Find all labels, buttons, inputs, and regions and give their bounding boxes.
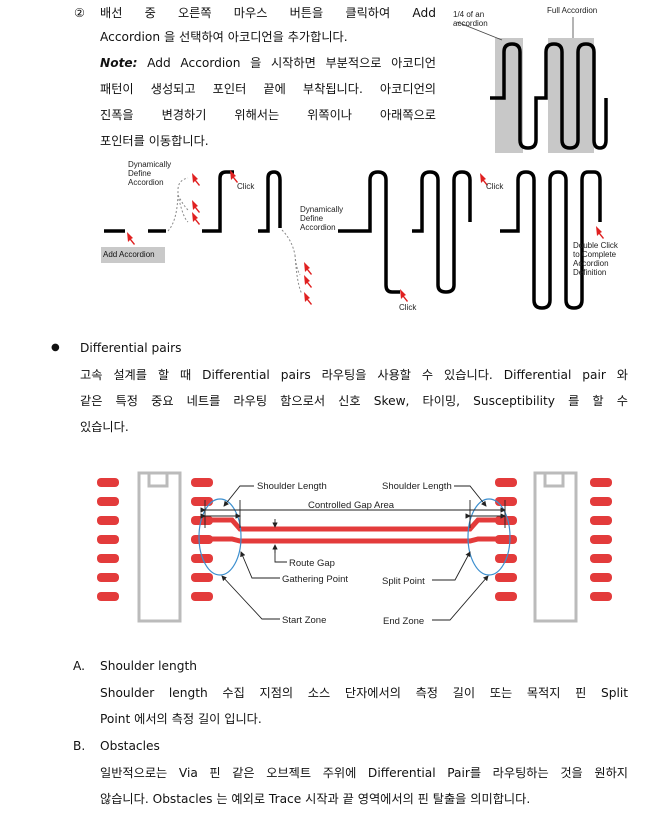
dynamic-label-2: Dynamically Define Accordion [300, 205, 344, 232]
step-line-2: Accordion 을 선택하여 아코디언을 추가합니다. [100, 30, 348, 44]
controlled-gap-label: Controlled Gap Area [308, 500, 395, 511]
shoulder-length-left-label: Shoulder Length [257, 481, 327, 492]
item-b-title: Obstacles [100, 739, 160, 753]
step-note-line-2: 패턴이 생성되고 포인터 끝에 부착됩니다. 아코디언의 [100, 82, 436, 96]
start-zone-label: Start Zone [282, 615, 326, 626]
dynamic-label-1: Dynamically Define Accordion [128, 160, 172, 187]
gathering-point-label: Gathering Point [282, 574, 348, 585]
diff-pairs-line-3: 있습니다. [80, 420, 129, 434]
step-note-line-4: 포인터를 이동합니다. [100, 134, 209, 148]
item-a-title: Shoulder length [100, 659, 197, 673]
quarter-accordion-label: 1/4 of an accordion [453, 10, 488, 28]
end-zone-label: End Zone [383, 616, 424, 627]
item-a-line-2: Point 에서의 측정 길이 입니다. [100, 712, 262, 726]
item-b-line-1: 일반적으로는 Via 핀 같은 오브젝트 주위에 Differential Pa… [100, 766, 628, 780]
note-label: Note: [100, 56, 138, 70]
click-label-2: Click [399, 303, 417, 312]
double-click-label: Double Click to Complete Accordion Defin… [573, 241, 618, 277]
add-accordion-button[interactable]: Add Accordion [101, 247, 165, 263]
split-point-label: Split Point [382, 576, 425, 587]
route-gap-label: Route Gap [289, 558, 335, 569]
item-a-line-1: Shoulder length 수집 지점의 소스 단자에서의 측정 길이 또는… [100, 686, 628, 700]
step-note-line-3: 진폭을 변경하기 위해서는 위쪽이나 아래쪽으로 [100, 108, 436, 122]
diff-pairs-line-1: 고속 설계를 할 때 Differential pairs 라우팅을 사용할 수… [80, 368, 628, 382]
diff-pairs-line-2: 같은 특정 중요 네트를 라우팅 함으로서 신호 Skew, 타이밍, Susc… [80, 394, 628, 408]
item-b-letter: B. [73, 739, 86, 753]
step-note-line-1: Note: Add Accordion 을 시작하면 부분적으로 아코디언 [100, 50, 436, 76]
item-a-letter: A. [73, 659, 85, 673]
step-marker: ② [74, 6, 85, 20]
full-accordion-label: Full Accordion [547, 6, 598, 15]
shoulder-length-right-label: Shoulder Length [382, 481, 452, 492]
step-line-1: 배선 중 오른쪽 마우스 버튼을 클릭하여 Add [100, 6, 436, 20]
bullet-icon: ● [51, 342, 60, 353]
click-label-3: Click [486, 182, 504, 191]
note-text-1: Add Accordion 을 시작하면 부분적으로 아코디언 [137, 56, 436, 70]
diff-pairs-heading: Differential pairs [80, 341, 182, 355]
click-label-1: Click [237, 182, 255, 191]
item-b-line-2: 않습니다. Obstacles 는 예외로 Trace 시작과 끝 영역에서의 … [100, 792, 531, 806]
